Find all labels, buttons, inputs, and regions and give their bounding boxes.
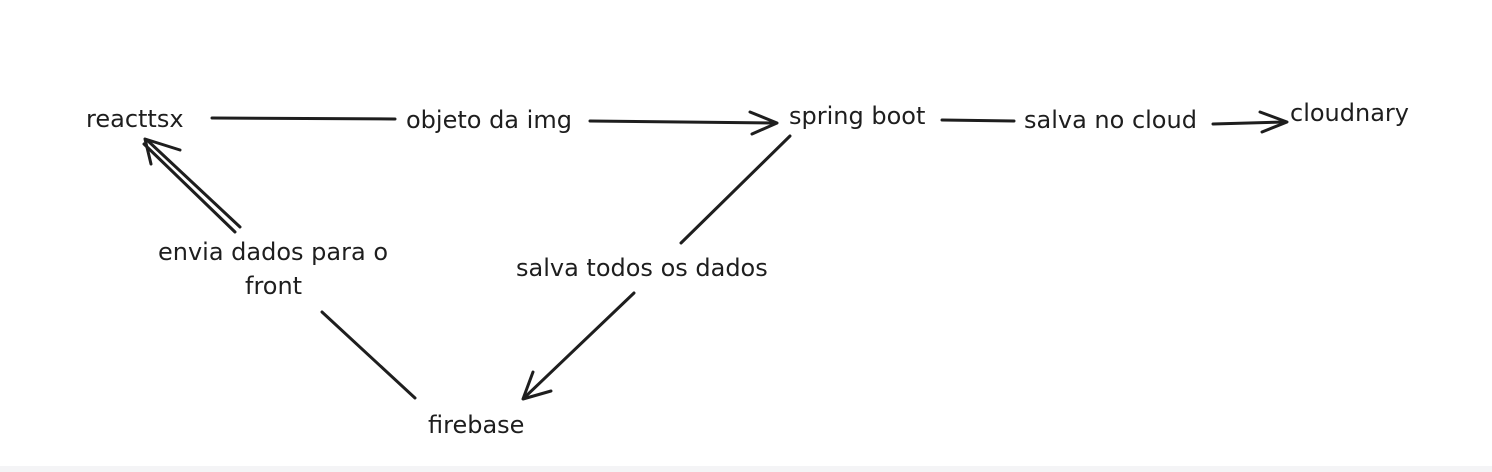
edge-spring-to-cloud-segment-1 xyxy=(940,118,1016,123)
edge-react-to-spring-segment-2 xyxy=(588,119,777,125)
edge-label-envia-dados-line1: envia dados para o xyxy=(158,238,388,266)
edge-spring-to-firebase-segment-2 xyxy=(522,291,636,400)
node-cloudnary[interactable]: cloudnary xyxy=(1290,99,1409,127)
edge-react-to-spring[interactable]: objeto da img xyxy=(210,106,779,136)
edge-firebase-to-react-arrowhead xyxy=(143,137,182,166)
edge-label-objeto-da-img: objeto da img xyxy=(406,106,572,134)
edge-firebase-to-react[interactable]: envia dados para o front xyxy=(142,137,417,400)
edge-react-to-spring-arrowhead xyxy=(748,110,779,136)
bottom-strip xyxy=(0,466,1492,472)
node-spring-boot[interactable]: spring boot xyxy=(789,102,925,130)
edge-spring-to-cloud-segment-2 xyxy=(1211,120,1287,126)
edge-spring-to-firebase-arrowhead xyxy=(521,370,553,401)
edge-spring-to-firebase-segment-1 xyxy=(679,134,792,245)
edge-firebase-to-react-segment-2b xyxy=(142,142,237,234)
node-firebase[interactable]: firebase xyxy=(428,411,524,439)
edge-spring-to-cloud[interactable]: salva no cloud xyxy=(940,106,1289,134)
edge-label-envia-dados-line2: front xyxy=(245,272,302,300)
edge-label-salva-todos-os-dados: salva todos os dados xyxy=(516,254,768,282)
edge-firebase-to-react-segment-2a xyxy=(145,138,242,229)
edge-spring-to-firebase[interactable]: salva todos os dados xyxy=(516,134,792,401)
node-reacttsx[interactable]: reacttsx xyxy=(86,105,184,133)
edge-firebase-to-react-segment-1 xyxy=(320,310,417,400)
edge-label-salva-no-cloud: salva no cloud xyxy=(1024,106,1197,134)
edge-spring-to-cloud-arrowhead xyxy=(1258,110,1289,134)
edge-react-to-spring-segment-1 xyxy=(210,116,397,121)
